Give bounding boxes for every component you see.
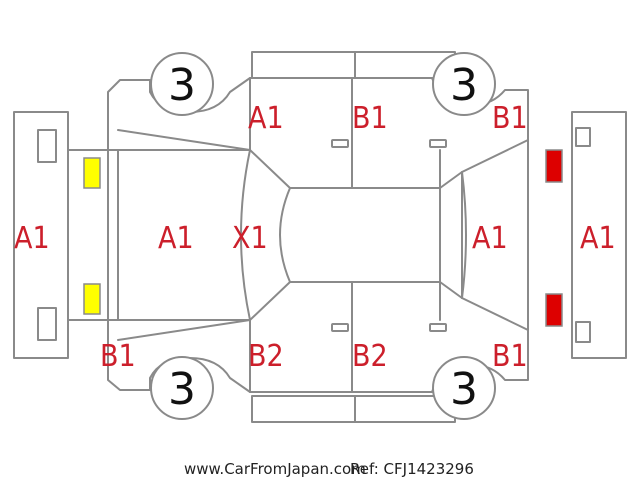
- rear-bumper: [13, 111, 69, 359]
- rear-light-top: [83, 157, 101, 189]
- front-bumper: [571, 111, 627, 359]
- mark-right-front-door: B2: [352, 339, 388, 374]
- footer-ref: Ref: CFJ1423296: [350, 460, 474, 478]
- mark-rear-quarter-left: X1: [232, 221, 268, 256]
- tire-front-right: 3: [432, 356, 496, 420]
- mark-left-front-door: B1: [352, 101, 388, 136]
- left-side-roof-panel: [251, 51, 456, 79]
- mark-right-front-fender: B1: [492, 339, 528, 374]
- mark-rear-hatch: A1: [158, 221, 194, 256]
- front-lights: [545, 149, 563, 327]
- mark-rear-bumper: A1: [14, 221, 50, 256]
- right-side-roof-panel: [251, 395, 456, 423]
- rear-light-bottom: [83, 283, 101, 315]
- tire-front-left-rating: 3: [450, 60, 478, 111]
- tire-rear-left-rating: 3: [168, 60, 196, 111]
- mark-hood: A1: [472, 221, 508, 256]
- mark-left-front-fender: B1: [492, 101, 528, 136]
- tire-front-left: 3: [432, 52, 496, 116]
- footer: www.CarFromJapan.com Ref: CFJ1423296: [184, 460, 474, 478]
- tire-rear-right-rating: 3: [168, 364, 196, 415]
- mark-right-rear-fender: B1: [100, 339, 136, 374]
- rear-lights: [83, 157, 101, 315]
- front-light-bottom: [545, 293, 563, 327]
- front-light-top: [545, 149, 563, 183]
- footer-site: www.CarFromJapan.com: [184, 460, 366, 478]
- mark-left-rear-door: A1: [248, 101, 284, 136]
- mark-front-bumper: A1: [580, 221, 616, 256]
- tire-front-right-rating: 3: [450, 364, 478, 415]
- car-body: [67, 77, 529, 393]
- tire-rear-left: 3: [150, 52, 214, 116]
- tire-rear-right: 3: [150, 356, 214, 420]
- mark-right-rear-door: B2: [248, 339, 284, 374]
